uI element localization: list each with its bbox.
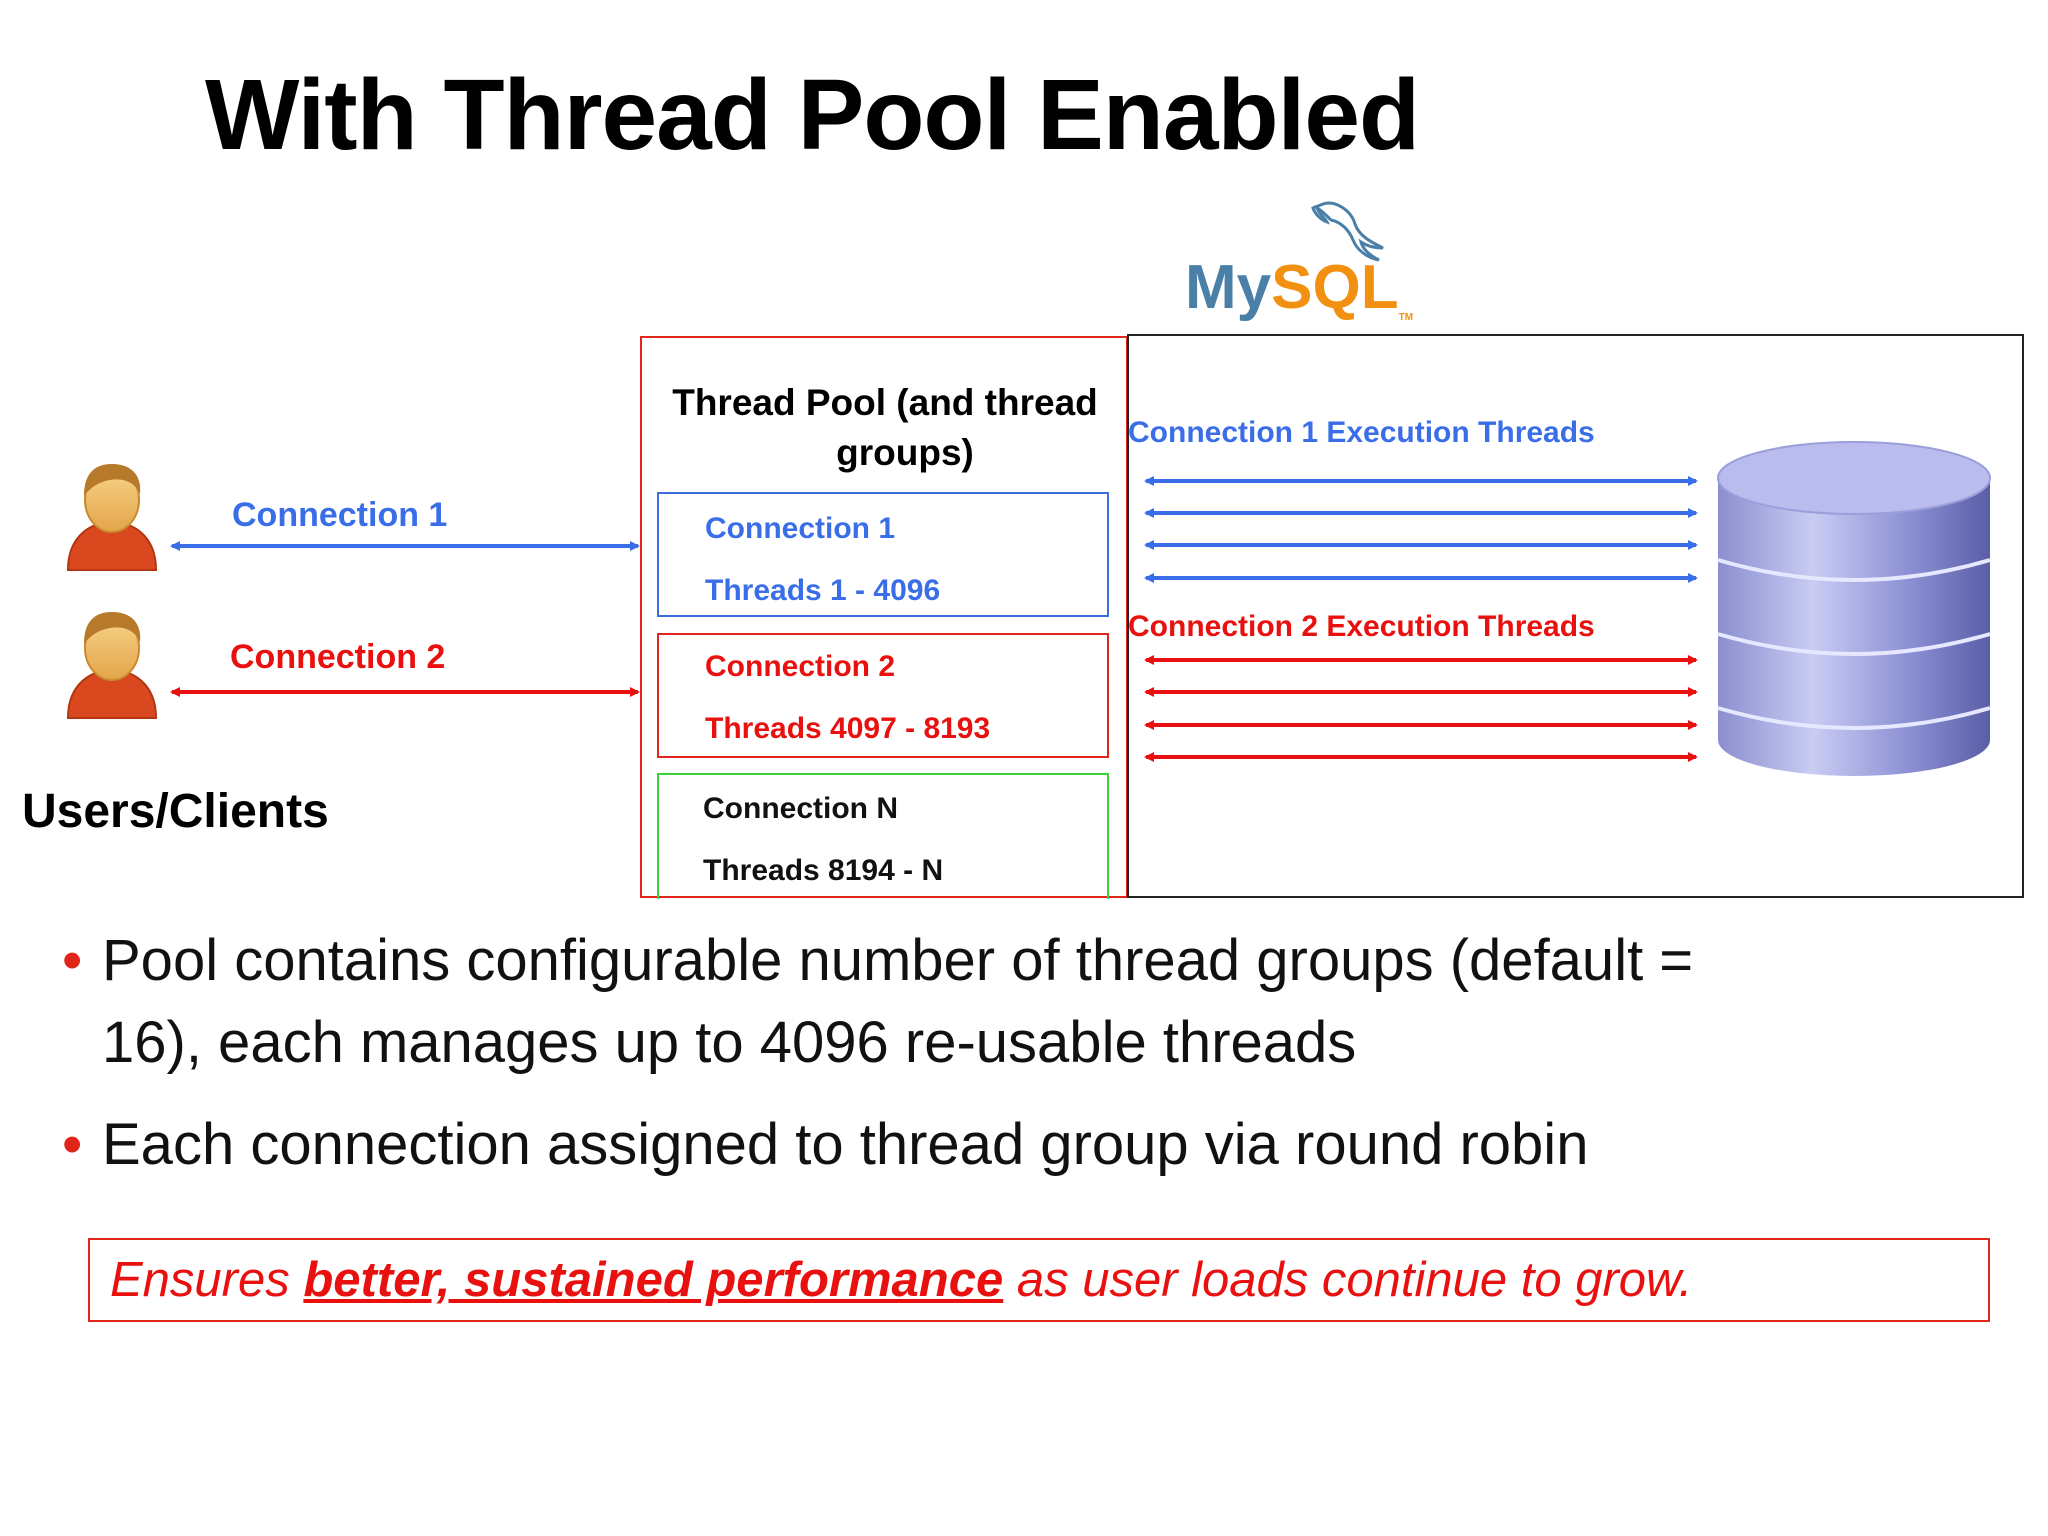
page-title: With Thread Pool Enabled bbox=[205, 59, 1420, 171]
client-connection-1-label: Connection 1 bbox=[232, 496, 448, 534]
connection-1-execution-label: Connection 1 Execution Threads bbox=[1128, 416, 1595, 449]
bullet-dot: • bbox=[62, 928, 83, 993]
bullet-2-line1: Each connection assigned to thread group… bbox=[102, 1112, 1589, 1177]
mysql-logo-my: My bbox=[1185, 253, 1272, 322]
callout-suffix: as user loads continue to grow. bbox=[1003, 1253, 1693, 1307]
dolphin-icon bbox=[1311, 201, 1384, 262]
thread-group-1-threads: Threads 1 - 4096 bbox=[705, 574, 941, 607]
thread-group-2-threads: Threads 4097 - 8193 bbox=[705, 712, 991, 745]
mysql-server-box bbox=[1127, 334, 2024, 898]
connection-1-execution-arrows bbox=[1144, 476, 1698, 583]
thread-group-2 bbox=[657, 633, 1109, 758]
bullet-dot: • bbox=[62, 1112, 83, 1177]
callout-box bbox=[88, 1238, 1990, 1322]
connection-2-execution-arrows bbox=[1144, 655, 1698, 762]
bullet-1-line1: Pool contains configurable number of thr… bbox=[102, 928, 1694, 993]
mysql-logo-tm: TM bbox=[1398, 312, 1414, 323]
bullet-1-line2: 16), each manages up to 4096 re-usable t… bbox=[102, 1010, 1357, 1075]
database-icon bbox=[1717, 441, 1991, 776]
mysql-logo: MySQLTM bbox=[1185, 192, 1425, 332]
mysql-logo-sql: SQL bbox=[1271, 253, 1399, 322]
callout-text: Ensures better, sustained performance as… bbox=[110, 1252, 1692, 1308]
thread-group-1 bbox=[657, 492, 1109, 617]
thread-group-2-connection: Connection 2 bbox=[705, 650, 896, 683]
bullet-2: • Each connection assigned to thread gro… bbox=[62, 1104, 1588, 1186]
user-icon bbox=[66, 612, 158, 719]
thread-group-n-threads: Threads 8194 - N bbox=[703, 854, 944, 887]
thread-group-1-connection: Connection 1 bbox=[705, 512, 896, 545]
thread-pool-title-line2: groups) bbox=[836, 432, 974, 473]
thread-group-n-connection: Connection N bbox=[703, 792, 898, 825]
user-icon bbox=[66, 464, 158, 571]
callout-prefix: Ensures bbox=[110, 1253, 304, 1307]
users-clients-label: Users/Clients bbox=[22, 785, 329, 838]
thread-pool-title: Thread Pool (and thread groups) bbox=[660, 378, 1110, 478]
bullet-1: • Pool contains configurable number of t… bbox=[62, 920, 1693, 1084]
connection-2-execution-label: Connection 2 Execution Threads bbox=[1128, 610, 1595, 643]
thread-group-n bbox=[657, 773, 1109, 899]
thread-pool-title-line1: Thread Pool (and thread bbox=[672, 382, 1098, 423]
callout-emphasis: better, sustained performance bbox=[303, 1253, 1004, 1307]
client-connection-2-label: Connection 2 bbox=[230, 638, 446, 676]
